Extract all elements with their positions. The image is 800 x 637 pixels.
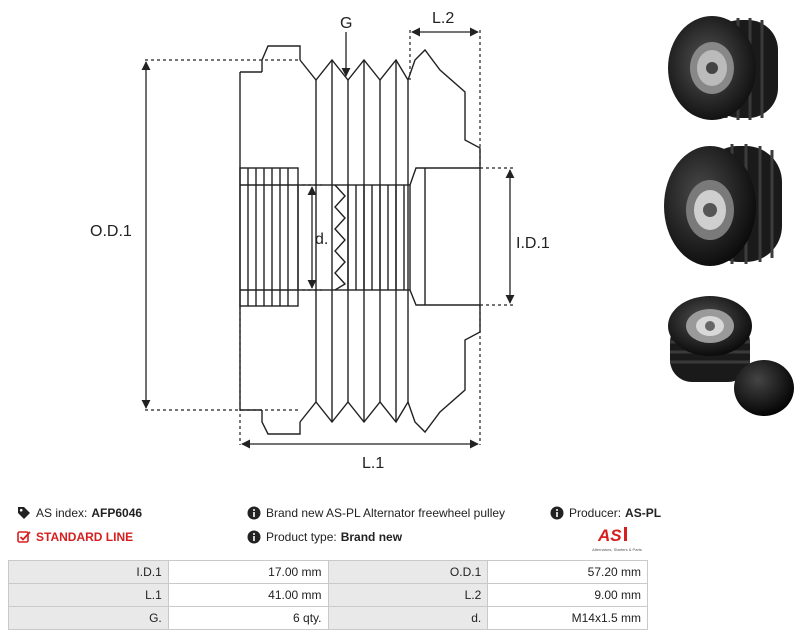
spec-table: I.D.1 17.00 mm O.D.1 57.20 mm L.1 41.00 … [8,560,648,630]
as-index-value: AFP6046 [91,506,143,520]
logo-tagline: Alternators, Starters & Parts [592,547,642,552]
label-l1: L.1 [362,455,384,472]
spec-label: L.2 [327,583,489,607]
threaded-bore [297,184,411,291]
spec-label: L.1 [8,583,169,607]
producer: Producer: AS-PL [550,506,661,520]
thread-lines [347,185,405,290]
standard-line: STANDARD LINE [17,530,133,544]
label-l2: L.2 [432,10,454,27]
info-icon [247,530,261,544]
logo-bar [624,527,627,541]
spec-value: 6 qty. [167,606,329,630]
label-d: d. [315,231,328,248]
spec-value: 41.00 mm [167,583,329,607]
spline-lines [240,168,298,306]
spec-label: d. [327,606,489,630]
pulley-photo-with-cap [668,296,794,416]
pulley-photo-side [668,16,778,120]
groove-profile-top [299,48,481,168]
pulley-photo-front [664,144,782,266]
info-row-1: AS index: AFP6046 Brand new AS-PL Altern… [0,506,800,528]
producer-value: AS-PL [625,506,662,520]
spec-value: M14x1.5 mm [487,606,648,630]
table-row: L.1 41.00 mm L.2 9.00 mm [8,583,648,607]
info-icon [247,506,261,520]
description-text: Brand new AS-PL Alternator freewheel pul… [266,506,506,520]
product-type-label: Product type: [266,530,337,544]
pulley-outline-left [239,45,301,435]
label-od1: O.D.1 [90,223,132,240]
table-row: I.D.1 17.00 mm O.D.1 57.20 mm [8,560,648,584]
as-pl-logo: AS Alternators, Starters & Parts [592,526,642,552]
info-row-2: STANDARD LINE Product type: Brand new [0,530,800,552]
producer-label: Producer: [569,506,622,520]
spec-label: I.D.1 [8,560,169,584]
tag-icon [17,506,31,520]
description: Brand new AS-PL Alternator freewheel pul… [247,506,505,520]
technical-drawing: G L.2 O.D.1 I.D.1 d. L.1 [90,10,550,472]
table-row: G. 6 qty. d. M14x1.5 mm [8,606,648,630]
logo-mark: AS [597,526,622,545]
spec-label: G. [8,606,169,630]
spec-value: 9.00 mm [487,583,648,607]
as-index-label: AS index: [36,506,88,520]
product-type: Product type: Brand new [247,530,402,544]
label-g: G [340,15,352,32]
info-icon [550,506,564,520]
groove-profile-bottom [299,305,481,434]
groove-lines [315,60,409,422]
checkbox-checked-icon [17,530,31,544]
standard-line-label: STANDARD LINE [36,530,134,544]
label-id1: I.D.1 [516,235,550,252]
inner-bore [409,167,481,306]
thread-zigzag [334,184,347,291]
spec-value: 17.00 mm [167,560,329,584]
spec-value: 57.20 mm [487,560,648,584]
spec-label: O.D.1 [327,560,489,584]
as-index: AS index: AFP6046 [17,506,142,520]
extension-lines [145,30,515,445]
product-type-value: Brand new [340,530,403,544]
